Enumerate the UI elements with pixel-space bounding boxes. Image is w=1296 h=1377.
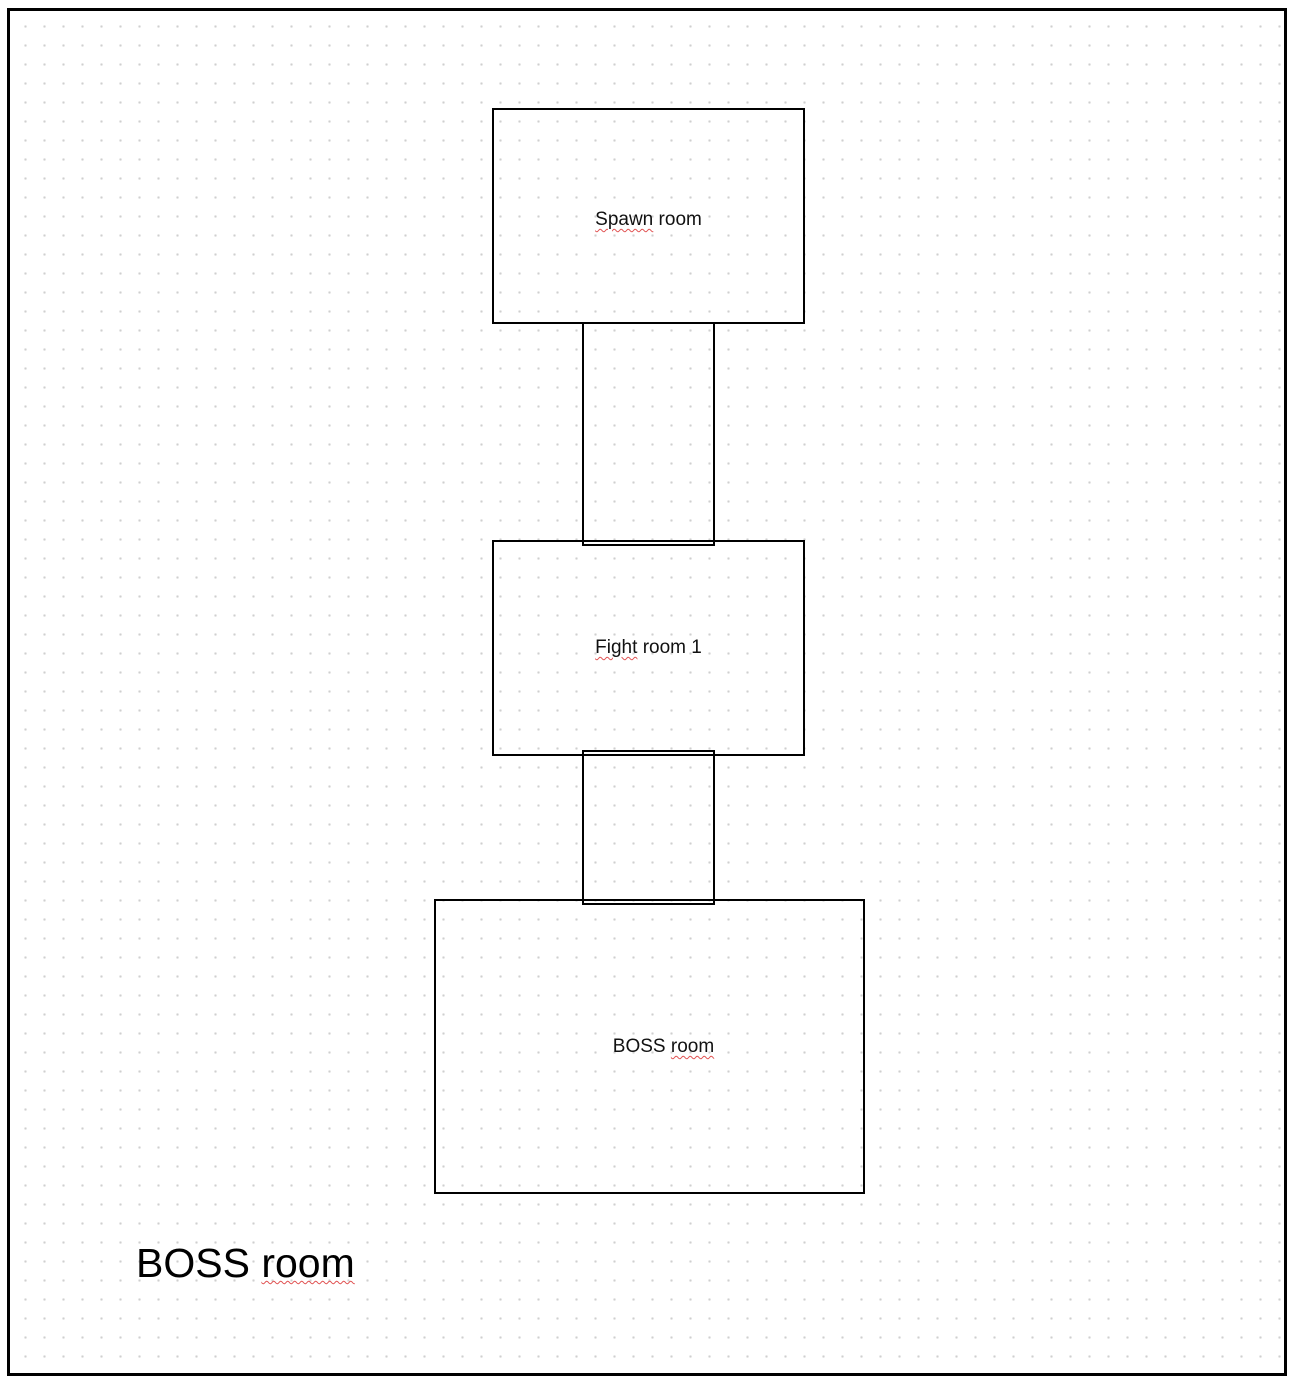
fight-room-1-word2: room 1 <box>642 637 702 658</box>
fight-room-1-label: Fight room 1 <box>494 637 803 659</box>
fight-room-1-box[interactable]: Fight room 1 <box>492 540 805 756</box>
boss-room-box[interactable]: BOSS room <box>434 899 865 1194</box>
spawn-room-label: Spawn room <box>494 209 803 231</box>
corridor-2-box[interactable] <box>582 750 715 905</box>
boss-caption-word2: room <box>261 1240 355 1286</box>
boss-room-label: BOSS room <box>464 1036 863 1058</box>
boss-room-word1: BOSS <box>612 1036 666 1057</box>
boss-caption-word1: BOSS <box>136 1240 250 1286</box>
boss-room-caption[interactable]: BOSS room <box>136 1243 355 1284</box>
spawn-room-word1: Spawn <box>595 209 654 230</box>
boss-room-word2: room <box>670 1036 715 1057</box>
fight-room-1-word1: Fight <box>595 637 638 658</box>
spawn-room-word2: room <box>658 209 702 230</box>
spawn-room-box[interactable]: Spawn room <box>492 108 805 324</box>
corridor-1-box[interactable] <box>582 322 715 546</box>
diagram-canvas[interactable]: Spawn room Fight room 1 BOSS room BOSS r… <box>7 8 1287 1376</box>
